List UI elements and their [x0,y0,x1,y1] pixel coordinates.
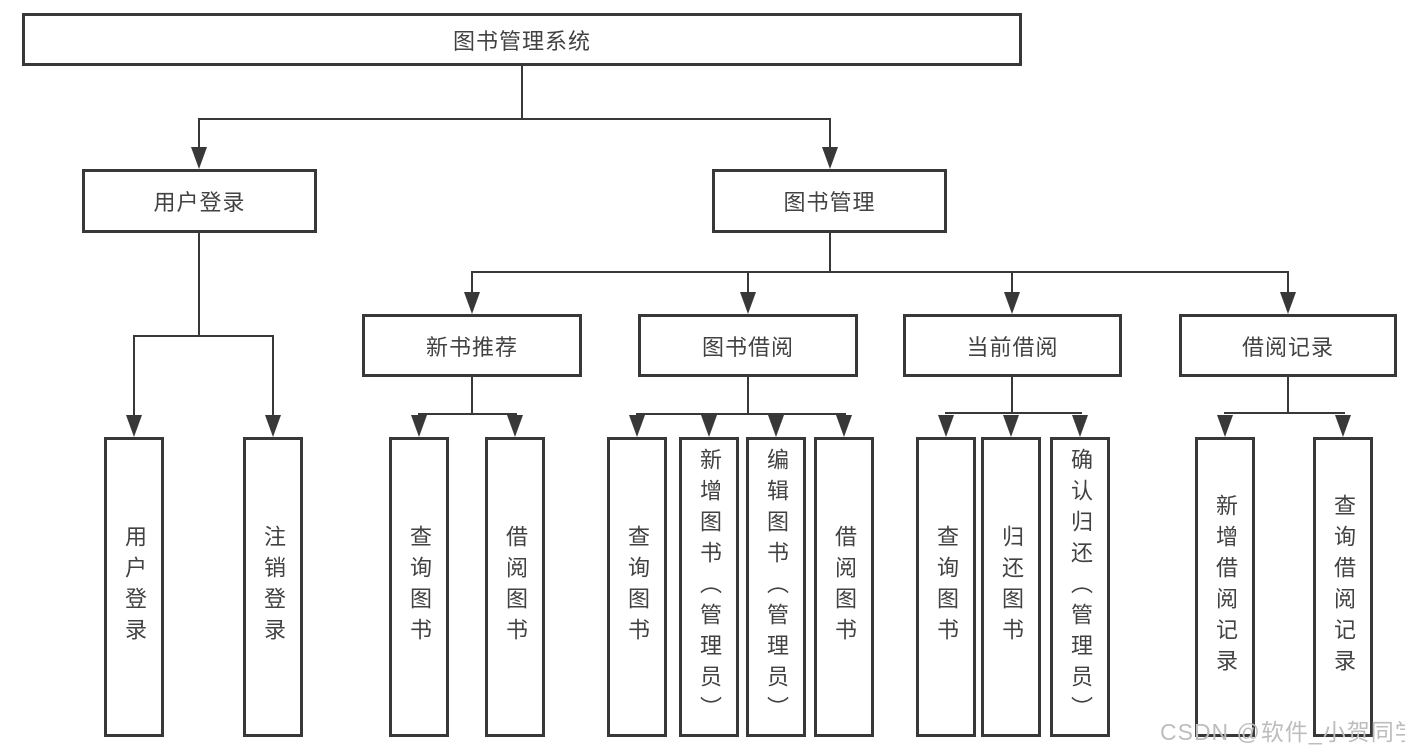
leaf-add-borrow-record-label: 新增借阅记录 [1213,494,1238,680]
leaf-edit-books-admin-label: 编辑图书（管理员） [764,447,789,727]
leaf-borrow-books-recommend-label: 借阅图书 [503,525,528,649]
connector-hline [133,335,274,337]
leaf-confirm-return-admin: 确认归还（管理员） [1050,437,1110,737]
arrowhead-down-icon [507,415,523,437]
arrowhead-down-icon [1217,415,1233,437]
leaf-query-books-recommend-label: 查询图书 [407,525,432,649]
node-book-borrow: 图书借阅 [638,314,858,377]
arrowhead-down-icon [1280,292,1296,314]
arrowhead-down-icon [411,415,427,437]
connector-vline [829,232,831,273]
node-current-borrow-label: 当前借阅 [966,334,1059,360]
leaf-query-books-recommend: 查询图书 [389,437,449,737]
connector-stem [471,271,473,293]
connector-vline [1011,376,1013,414]
leaf-logout: 注销登录 [243,437,303,737]
connector-hline [471,271,1288,273]
leaf-logout-label: 注销登录 [261,525,286,649]
node-borrow-records: 借阅记录 [1179,314,1397,377]
arrowhead-down-icon [1004,292,1020,314]
node-user-login: 用户登录 [82,169,317,233]
connector-stem [1287,271,1289,293]
connector-stem [198,118,200,150]
arrowhead-down-icon [822,147,838,169]
connector-hline [198,118,831,120]
connector-vline [198,232,200,337]
connector-stem [272,337,274,417]
leaf-add-books-admin: 新增图书（管理员） [679,437,739,737]
arrowhead-down-icon [740,292,756,314]
node-book-management: 图书管理 [712,169,947,233]
leaf-query-books-current-label: 查询图书 [934,525,959,649]
node-user-login-label: 用户登录 [153,190,246,215]
arrowhead-down-icon [938,415,954,437]
leaf-query-borrow-record-label: 查询借阅记录 [1331,494,1356,680]
connector-vline [1287,376,1289,414]
arrowhead-down-icon [265,415,281,437]
leaf-query-borrow-record: 查询借阅记录 [1313,437,1373,737]
connector-stem [133,337,135,417]
arrowhead-down-icon [1072,415,1088,437]
leaf-return-books-label: 归还图书 [999,525,1024,649]
connector-stem [829,118,831,150]
connector-hline [636,413,846,415]
leaf-query-books-current: 查询图书 [916,437,976,737]
node-book-management-label: 图书管理 [783,190,876,215]
csdn-watermark: CSDN @软件_小贺同学 [1160,719,1405,745]
arrowhead-down-icon [836,415,852,437]
connector-hline [418,413,517,415]
arrowhead-down-icon [464,292,480,314]
node-library-system: 图书管理系统 [22,13,1022,66]
arrowhead-down-icon [191,147,207,169]
connector-vline [747,376,749,415]
leaf-return-books: 归还图书 [981,437,1041,737]
connector-vline [471,376,473,415]
leaf-add-books-admin-label: 新增图书（管理员） [697,447,722,727]
leaf-borrow-books-recommend: 借阅图书 [485,437,545,737]
arrowhead-down-icon [1335,415,1351,437]
connector-stem [747,271,749,293]
leaf-add-borrow-record: 新增借阅记录 [1195,437,1255,737]
node-book-borrow-label: 图书借阅 [701,334,794,360]
node-current-borrow: 当前借阅 [903,314,1122,377]
arrowhead-down-icon [629,415,645,437]
leaf-user-login: 用户登录 [104,437,164,737]
leaf-borrow-books: 借阅图书 [814,437,874,737]
leaf-query-books-borrow-label: 查询图书 [625,525,650,649]
leaf-query-books-borrow: 查询图书 [607,437,667,737]
arrowhead-down-icon [768,415,784,437]
arrowhead-down-icon [701,415,717,437]
leaf-user-login-label: 用户登录 [122,525,147,649]
arrowhead-down-icon [1003,415,1019,437]
leaf-borrow-books-label: 借阅图书 [832,525,857,649]
node-library-system-label: 图书管理系统 [452,28,591,54]
connector-hline [1224,412,1345,414]
leaf-confirm-return-admin-label: 确认归还（管理员） [1068,447,1093,727]
connector-stem [1011,271,1013,293]
node-new-book-recommend: 新书推荐 [362,314,582,377]
node-new-book-recommend-label: 新书推荐 [425,334,518,360]
connector-hline [945,412,1082,414]
arrowhead-down-icon [126,415,142,437]
node-borrow-records-label: 借阅记录 [1241,334,1334,360]
leaf-edit-books-admin: 编辑图书（管理员） [746,437,806,737]
connector-vline [521,64,523,120]
